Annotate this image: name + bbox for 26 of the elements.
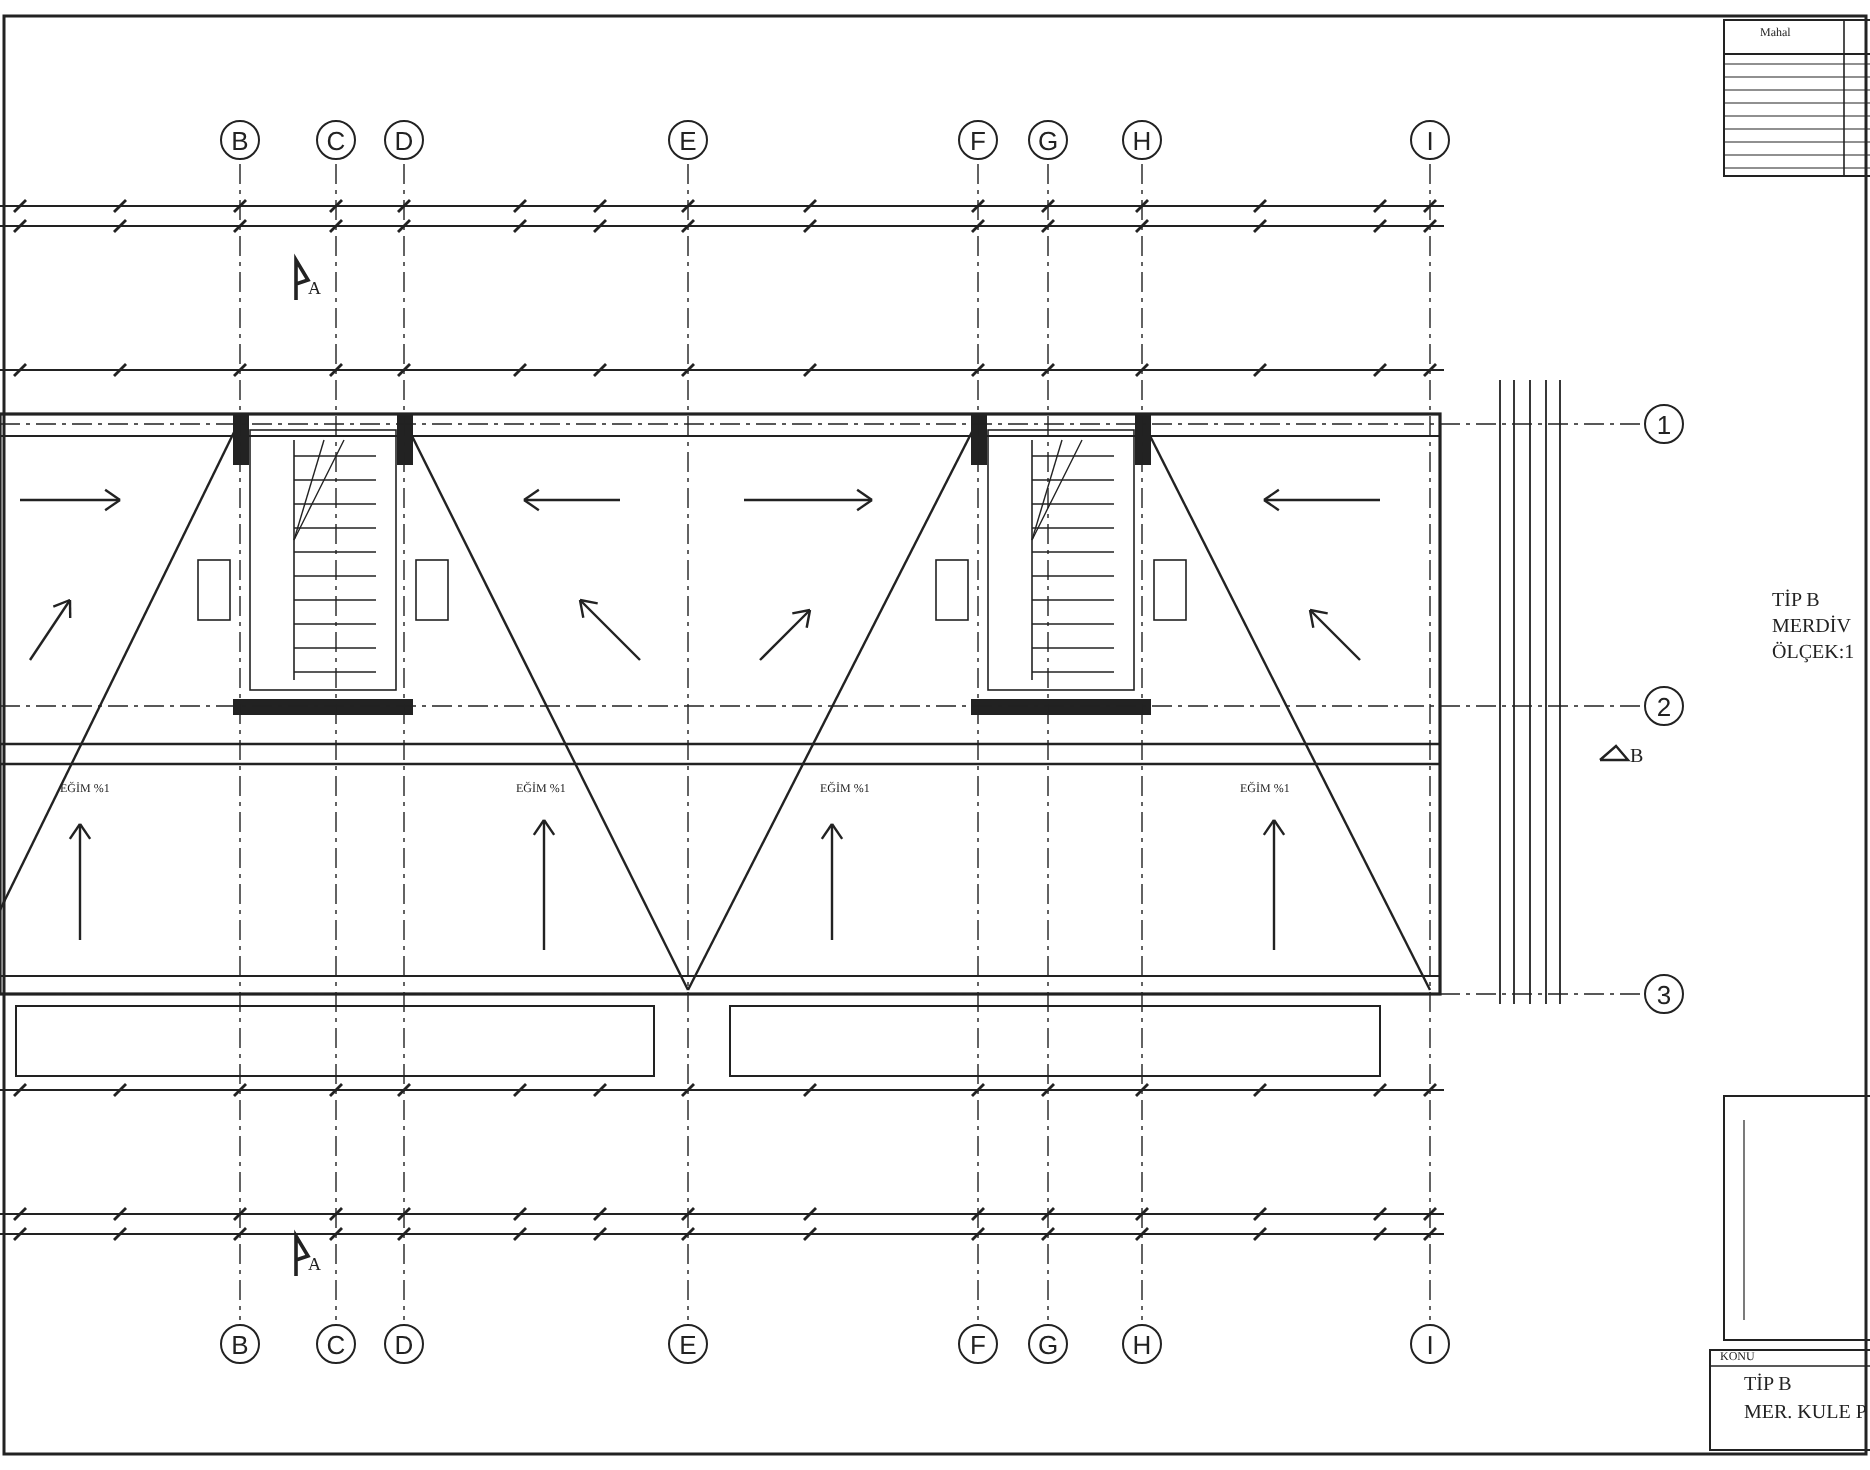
grid-bubble: I <box>1410 120 1450 160</box>
grid-bubble: G <box>1028 120 1068 160</box>
grid-bubble: G <box>1028 1324 1068 1364</box>
sheet-title: TİP B <box>1772 592 1820 612</box>
grid-bubble: H <box>1122 120 1162 160</box>
grid-bubble: 3 <box>1644 974 1684 1014</box>
grid-bubble: F <box>958 1324 998 1364</box>
grid-bubble: F <box>958 120 998 160</box>
grid-bubble: C <box>316 120 356 160</box>
grid-bubble: B <box>220 1324 260 1364</box>
section-label: B <box>1630 748 1644 768</box>
grid-bubble: B <box>220 120 260 160</box>
grid-bubble: H <box>1122 1324 1162 1364</box>
grid-bubble: 2 <box>1644 686 1684 726</box>
grid-bubble: D <box>384 120 424 160</box>
grid-bubble: E <box>668 120 708 160</box>
section-label: A <box>308 1256 321 1274</box>
grid-bubble: D <box>384 1324 424 1364</box>
sheet-title: ÖLÇEK:1 <box>1772 644 1855 664</box>
sheet-title: MERDİV <box>1772 618 1851 638</box>
grid-bubble: C <box>316 1324 356 1364</box>
section-label: A <box>308 280 321 298</box>
grid-bubble: 1 <box>1644 404 1684 444</box>
grid-bubble: E <box>668 1324 708 1364</box>
sheet-title: TİP B <box>1744 1376 1792 1396</box>
grid-bubble: I <box>1410 1324 1450 1364</box>
